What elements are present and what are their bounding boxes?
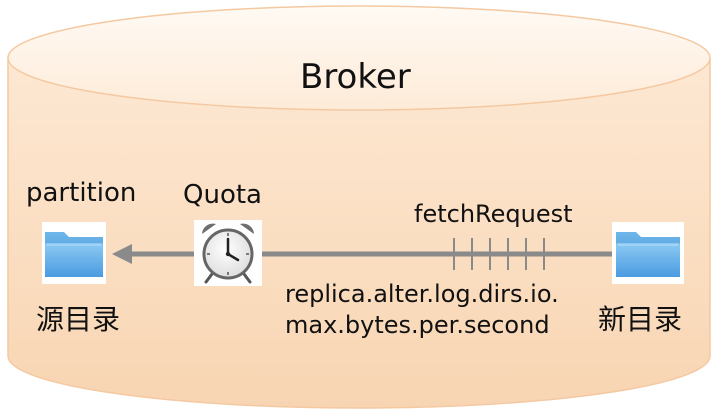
target-folder-icon: [612, 222, 684, 284]
cylinder-top: [7, 5, 711, 111]
partition-label: partition: [26, 178, 137, 208]
source-folder-icon: [42, 222, 106, 284]
alarm-clock-icon: [194, 220, 262, 286]
quota-label: Quota: [183, 180, 262, 210]
target-directory-label: 新目录: [598, 303, 683, 336]
config-key-line-1: replica.alter.log.dirs.io.: [285, 280, 559, 308]
cylinder-body: [7, 57, 711, 409]
config-key-line-2: max.bytes.per.second: [285, 311, 550, 339]
fetch-request-label: fetchRequest: [414, 200, 573, 228]
transfer-arrow-head: [112, 244, 132, 264]
request-ticks: [453, 238, 545, 270]
source-directory-label: 源目录: [36, 303, 121, 336]
diagram-title: Broker: [300, 57, 411, 97]
